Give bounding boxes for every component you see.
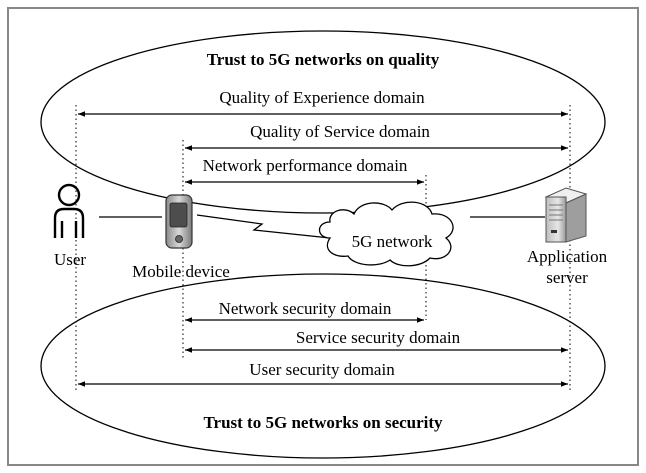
mobile-phone-icon bbox=[165, 194, 193, 249]
quality-title: Trust to 5G networks on quality bbox=[207, 50, 440, 69]
security-title: Trust to 5G networks on security bbox=[203, 413, 443, 432]
user-icon bbox=[53, 183, 85, 238]
qos-domain-label: Quality of Service domain bbox=[250, 122, 430, 141]
qoe-domain-label: Quality of Experience domain bbox=[219, 88, 425, 107]
security-ellipse bbox=[40, 273, 606, 459]
wireless-link-icon bbox=[196, 214, 331, 239]
outer-frame bbox=[7, 7, 639, 466]
netperf-domain-label: Network performance domain bbox=[203, 156, 408, 175]
cloud-icon bbox=[318, 201, 454, 267]
quality-ellipse bbox=[40, 30, 606, 214]
mobile-device-label: Mobile device bbox=[132, 262, 230, 281]
user-label: User bbox=[54, 250, 86, 269]
app-server-label-line1: Application bbox=[527, 247, 608, 266]
server-icon bbox=[544, 187, 588, 243]
network-label: 5G network bbox=[352, 232, 433, 251]
app-server-label-line2: server bbox=[546, 268, 588, 287]
network-security-label: Network security domain bbox=[219, 299, 392, 318]
user-security-label: User security domain bbox=[249, 360, 395, 379]
service-security-label: Service security domain bbox=[296, 328, 461, 347]
